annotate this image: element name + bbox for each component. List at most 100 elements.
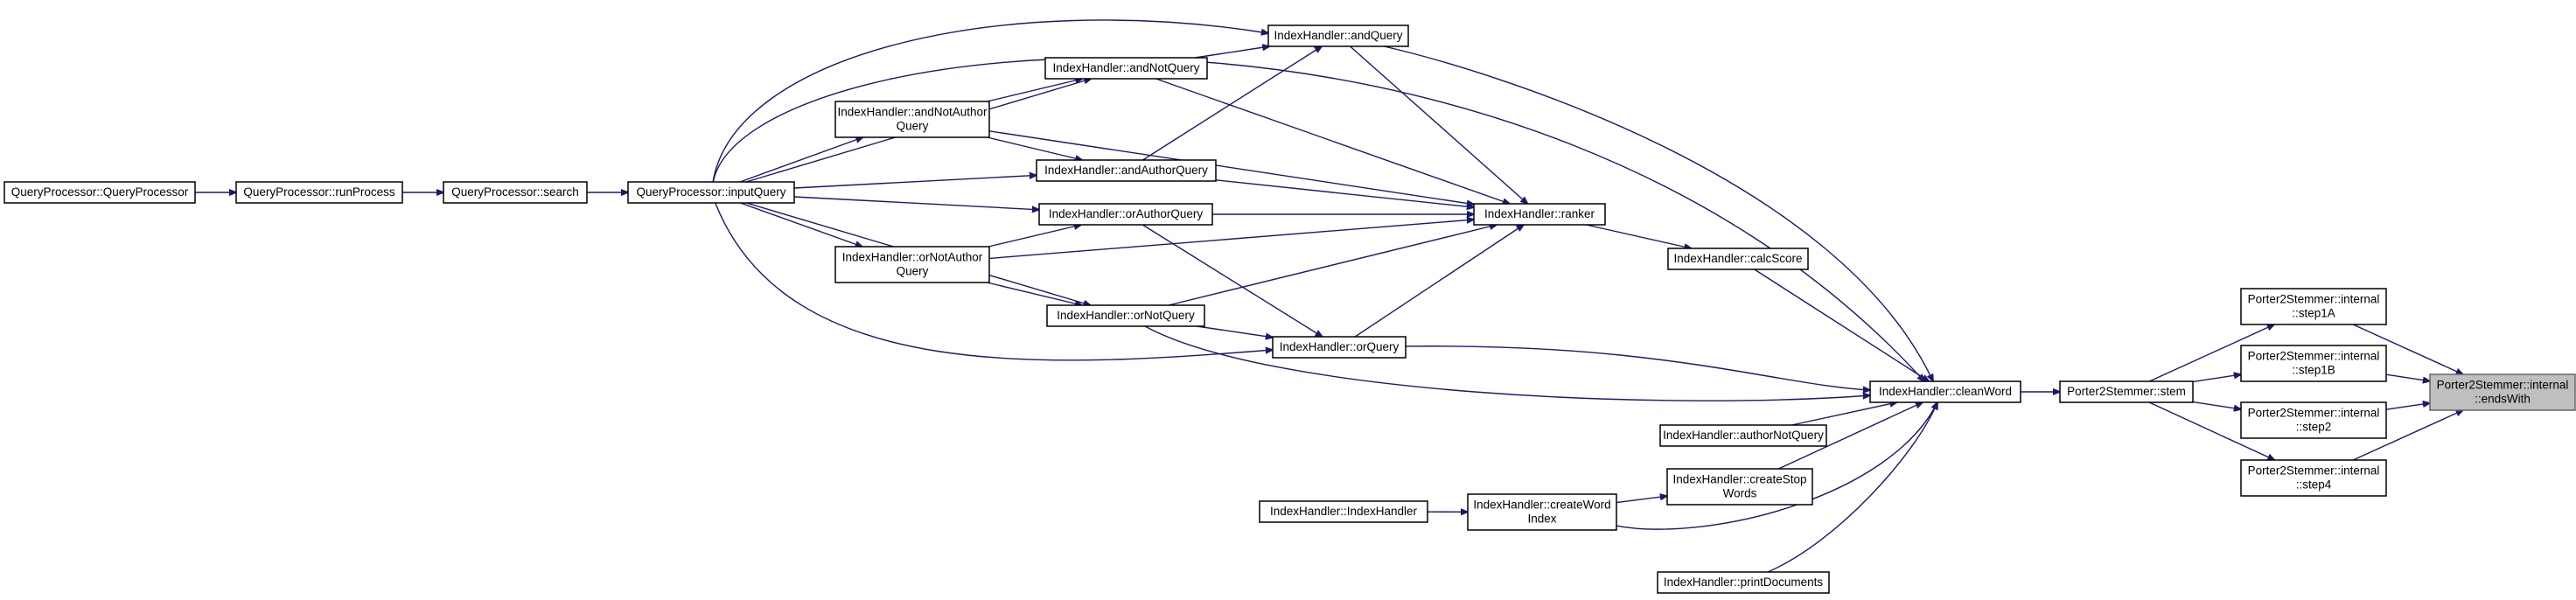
edge-ih_print-to-ih_clean: [1767, 402, 1937, 573]
node-label: IndexHandler::orQuery: [1280, 340, 1400, 353]
node-box: [1036, 159, 1217, 182]
edge-ih_ranker-to-ih_calc: [1586, 224, 1691, 248]
node-label: Query: [897, 265, 929, 278]
node-qp_run[interactable]: QueryProcessor::runProcess: [235, 181, 403, 204]
node-box: [834, 246, 990, 283]
edge-ih_and-to-ih_ranker: [1350, 45, 1528, 204]
edge-ih_createstop-to-ih_clean: [1778, 402, 1923, 470]
node-ih_andauthor[interactable]: IndexHandler::andAuthorQuery: [1036, 159, 1217, 182]
node-ps_stem[interactable]: Porter2Stemmer::stem: [2059, 380, 2194, 403]
node-box: [1467, 493, 1617, 531]
node-label: QueryProcessor::search: [451, 185, 579, 199]
node-qp_search[interactable]: QueryProcessor::search: [443, 181, 588, 204]
node-box: [1272, 336, 1407, 359]
node-box: [1473, 203, 1606, 226]
node-qp_ctor[interactable]: QueryProcessor::QueryProcessor: [3, 181, 196, 204]
node-label: Porter2Stemmer::internal: [2248, 350, 2380, 363]
node-box: [2240, 459, 2387, 497]
node-ps_step1b[interactable]: Porter2Stemmer::internal::step1B: [2240, 345, 2387, 382]
edge-ih_andnotauthor-to-ih_ranker: [988, 130, 1474, 205]
node-ih_print[interactable]: IndexHandler::printDocuments: [1657, 571, 1830, 594]
node-ih_clean[interactable]: IndexHandler::cleanWord: [1869, 380, 2021, 403]
node-ih_and[interactable]: IndexHandler::andQuery: [1267, 24, 1409, 47]
edge-ih_or-to-ih_ranker: [1354, 225, 1524, 338]
node-box: [1046, 304, 1205, 327]
node-box: [2240, 401, 2387, 439]
node-label: Words: [1723, 487, 1757, 500]
edge-layer: [195, 19, 2463, 573]
node-ih_ctor[interactable]: IndexHandler::IndexHandler: [1259, 500, 1428, 523]
node-box: [1267, 24, 1409, 47]
node-label: ::endsWith: [2475, 393, 2531, 406]
edge-ih_calc-to-ih_clean: [1754, 269, 1930, 381]
node-label: Query: [897, 120, 929, 133]
edge-ps_stem-to-ps_step2: [2192, 401, 2241, 409]
node-label: IndexHandler::orNotAuthor: [842, 251, 983, 264]
node-ps_step4[interactable]: Porter2Stemmer::internal::step4: [2240, 459, 2387, 497]
node-box: [3, 181, 196, 204]
node-label: IndexHandler::calcScore: [1673, 252, 1802, 265]
node-label: Index: [1527, 513, 1556, 526]
node-label: IndexHandler::andAuthorQuery: [1044, 164, 1208, 177]
node-qp_input[interactable]: QueryProcessor::inputQuery: [627, 181, 795, 204]
node-box: [1044, 57, 1208, 80]
edge-ps_stem-to-ps_step1a: [2149, 324, 2274, 382]
edge-ih_createword-to-ih_clean: [1616, 402, 1937, 530]
node-label: Porter2Stemmer::internal: [2248, 293, 2380, 306]
node-label: ::step4: [2296, 478, 2332, 492]
edge-ih_createword-to-ih_createstop: [1616, 496, 1667, 504]
node-box: [2240, 345, 2387, 382]
node-label: ::step1A: [2292, 307, 2335, 320]
node-layer: QueryProcessor::QueryProcessor QueryProce…: [3, 24, 2576, 594]
node-label: QueryProcessor::QueryProcessor: [11, 185, 189, 199]
node-box: [1666, 468, 1813, 506]
node-label: IndexHandler::createStop: [1672, 473, 1806, 486]
node-ih_ornot[interactable]: IndexHandler::orNotQuery: [1046, 304, 1205, 327]
node-ih_orauthor[interactable]: IndexHandler::orAuthorQuery: [1038, 203, 1213, 226]
node-box: [627, 181, 795, 204]
node-label: IndexHandler::authorNotQuery: [1663, 429, 1824, 442]
node-label: IndexHandler::orAuthorQuery: [1049, 207, 1204, 220]
edge-qp_input-to-ih_ornotauthor: [740, 202, 862, 247]
edge-ih_ornotauthor-to-ih_ornot: [987, 282, 1082, 305]
node-ih_calc[interactable]: IndexHandler::calcScore: [1667, 248, 1809, 270]
node-label: IndexHandler::andQuery: [1274, 29, 1402, 42]
edge-ih_andnot-to-ih_and: [1195, 46, 1269, 59]
node-label: Porter2Stemmer::stem: [2067, 385, 2186, 398]
edge-ih_andauthor-to-ih_and: [1142, 46, 1322, 161]
node-box: [1667, 248, 1809, 270]
node-label: ::step1B: [2292, 364, 2335, 377]
node-box: [1869, 380, 2021, 403]
edge-ps_step1a-to-ps_endswith: [2352, 324, 2463, 374]
edge-ps_stem-to-ps_step4: [2148, 401, 2274, 460]
node-ih_or[interactable]: IndexHandler::orQuery: [1272, 336, 1407, 359]
node-label: IndexHandler::andNotQuery: [1052, 61, 1199, 74]
edge-qp_input-to-ih_andauthor: [793, 175, 1037, 189]
node-box: [1038, 203, 1213, 226]
node-box: [2240, 288, 2387, 325]
edge-ps_step2-to-ps_endswith: [2385, 403, 2430, 410]
node-ih_andnot[interactable]: IndexHandler::andNotQuery: [1044, 57, 1208, 80]
node-box: [1259, 500, 1428, 523]
edge-ih_and-to-ih_clean: [1384, 45, 1933, 381]
node-ps_step2[interactable]: Porter2Stemmer::internal::step2: [2240, 401, 2387, 439]
node-ih_ranker[interactable]: IndexHandler::ranker: [1473, 203, 1606, 226]
edge-ih_orauthor-to-ih_or: [1141, 224, 1322, 337]
node-label: IndexHandler::createWord: [1473, 499, 1610, 512]
node-label: IndexHandler::cleanWord: [1879, 385, 2012, 398]
edge-qp_input-to-ih_andnotauthor: [739, 137, 862, 183]
node-ps_step1a[interactable]: Porter2Stemmer::internal::step1A: [2240, 288, 2387, 325]
node-box: [2059, 380, 2194, 403]
edge-ps_step1b-to-ps_endswith: [2385, 373, 2430, 381]
edge-qp_input-to-ih_and: [712, 19, 1268, 183]
edge-ih_ornot-to-ih_ranker: [1168, 225, 1497, 306]
node-label: Porter2Stemmer::internal: [2248, 407, 2380, 420]
node-ih_authornot[interactable]: IndexHandler::authorNotQuery: [1659, 424, 1827, 447]
node-label: QueryProcessor::runProcess: [243, 185, 395, 199]
node-ps_endswith[interactable]: Porter2Stemmer::internal::endsWith: [2429, 373, 2576, 411]
node-box: [834, 101, 990, 138]
